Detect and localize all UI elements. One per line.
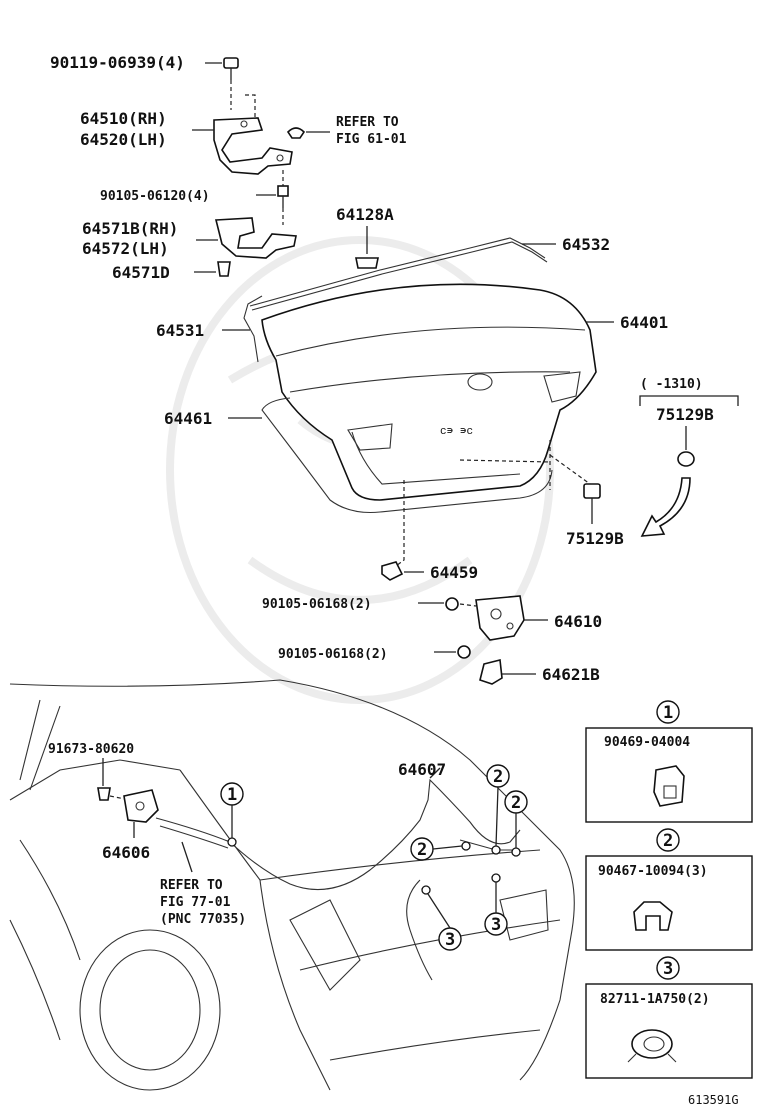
bumper-64571d[interactable] bbox=[217, 261, 231, 277]
plug-75129b-lower[interactable] bbox=[583, 483, 601, 499]
label-cable: 64607 bbox=[398, 760, 446, 779]
label-plug-top: 75129B bbox=[656, 405, 714, 424]
label-cushion: 64459 bbox=[430, 563, 478, 582]
svg-text:3: 3 bbox=[491, 915, 501, 935]
callout-1-cable: 1 bbox=[220, 782, 244, 838]
callout-2-c: 2 bbox=[410, 837, 463, 861]
label-lid: 64401 bbox=[620, 313, 668, 332]
label-plug-bottom: 75129B bbox=[566, 529, 624, 548]
svg-text:3: 3 bbox=[663, 959, 673, 979]
label-screw-opener: 91673-80620 bbox=[48, 742, 134, 757]
label-bolt-hinge: 90105-06120(4) bbox=[100, 189, 210, 204]
torsion-rod-64532[interactable] bbox=[249, 237, 548, 311]
svg-text:2: 2 bbox=[417, 840, 427, 860]
weatherstrip-64461[interactable] bbox=[261, 397, 553, 514]
svg-text:1: 1 bbox=[227, 785, 237, 805]
cushion-64459[interactable] bbox=[381, 561, 404, 581]
label-striker: 64621B bbox=[542, 665, 600, 684]
stopper-64128a[interactable] bbox=[355, 257, 379, 269]
label-bolt-lock2: 90105-06168(2) bbox=[278, 647, 388, 662]
screw-91673[interactable] bbox=[97, 787, 111, 801]
bolt-90105-06168-b[interactable] bbox=[457, 645, 471, 659]
svg-text:2: 2 bbox=[511, 793, 521, 813]
arrow-plug-change bbox=[640, 477, 691, 537]
label-hinge-lh: 64520(LH) bbox=[80, 130, 167, 149]
label-rod-right: 64532 bbox=[562, 235, 610, 254]
legend-item-1: 1 90469-04004 bbox=[585, 700, 753, 823]
label-refer61-a: REFER TO bbox=[336, 115, 399, 130]
bolt-90119[interactable] bbox=[223, 57, 239, 80]
opener-64606[interactable] bbox=[123, 789, 159, 823]
clamp-90469-icon bbox=[653, 765, 685, 807]
label-ref-code: 613591G bbox=[688, 1093, 739, 1107]
svg-text:2: 2 bbox=[663, 831, 673, 851]
vehicle-body bbox=[9, 679, 575, 1091]
label-lock: 64610 bbox=[554, 612, 602, 631]
plug-75129b-upper[interactable] bbox=[677, 451, 695, 467]
bolt-90105-06120[interactable] bbox=[277, 185, 289, 208]
clamp-82711-icon bbox=[627, 1029, 677, 1063]
legend-part-2: 90467-10094(3) bbox=[598, 864, 708, 879]
label-stopper: 64128A bbox=[336, 205, 394, 224]
callout-2-a: 2 bbox=[486, 764, 510, 847]
label-hinge-rh: 64510(RH) bbox=[80, 109, 167, 128]
label-hinge2-lh: 64572(LH) bbox=[82, 239, 169, 258]
svg-text:ᴄ∍ ∍ᴄ: ᴄ∍ ∍ᴄ bbox=[440, 424, 473, 437]
clip-refer-61 bbox=[286, 127, 306, 139]
callout-3-b: 3 bbox=[484, 882, 508, 936]
label-refer77-b: FIG 77-01 bbox=[160, 895, 231, 910]
callout-3-a: 3 bbox=[427, 893, 462, 951]
label-rod-left: 64531 bbox=[156, 321, 204, 340]
callout-2-b: 2 bbox=[504, 790, 528, 848]
clip-90467-icon bbox=[633, 901, 673, 931]
hinge-64571b[interactable] bbox=[214, 217, 297, 259]
legend-part-3: 82711-1A750(2) bbox=[600, 992, 710, 1007]
hinge-64510[interactable] bbox=[213, 117, 293, 175]
bolt-90105-06168-a[interactable] bbox=[445, 597, 459, 611]
label-bolt-top: 90119-06939(4) bbox=[50, 53, 185, 72]
label-bumper: 64571D bbox=[112, 263, 170, 282]
label-refer61-b: FIG 61-01 bbox=[336, 132, 407, 147]
svg-text:3: 3 bbox=[445, 930, 455, 950]
trunk-lid-64401[interactable]: ᴄ∍ ∍ᴄ bbox=[261, 283, 597, 501]
label-hinge2-rh: 64571B(RH) bbox=[82, 219, 178, 238]
lock-64610[interactable] bbox=[475, 595, 525, 641]
label-weatherstrip: 64461 bbox=[164, 409, 212, 428]
svg-text:1: 1 bbox=[663, 703, 673, 723]
label-refer77-a: REFER TO bbox=[160, 878, 223, 893]
legend-item-2: 2 90467-10094(3) bbox=[585, 828, 753, 951]
label-opener: 64606 bbox=[102, 843, 150, 862]
cable-clamp-dots bbox=[227, 837, 521, 895]
torsion-rod-64531[interactable] bbox=[243, 295, 263, 363]
svg-text:2: 2 bbox=[493, 767, 503, 787]
label-refer77-c: (PNC 77035) bbox=[160, 912, 246, 927]
label-bolt-lock1: 90105-06168(2) bbox=[262, 597, 372, 612]
striker-64621b[interactable] bbox=[479, 659, 503, 685]
label-date-range: ( -1310) bbox=[640, 377, 703, 392]
legend-item-3: 3 82711-1A750(2) bbox=[585, 956, 753, 1079]
legend-part-1: 90469-04004 bbox=[604, 735, 690, 750]
